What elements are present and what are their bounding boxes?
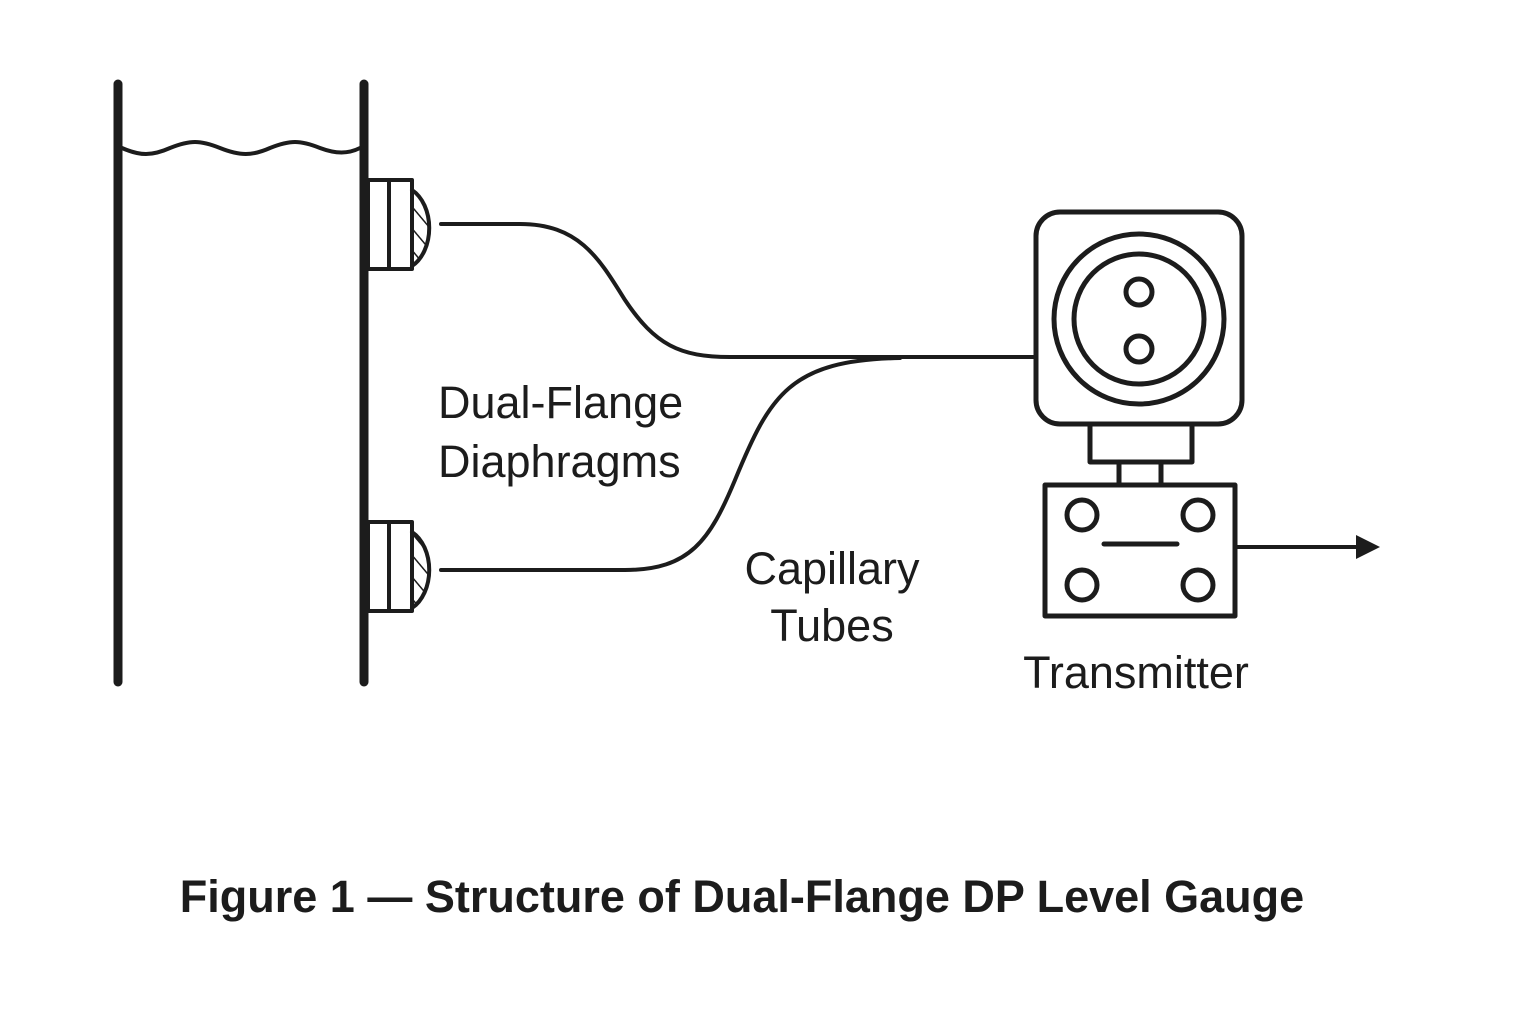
capillary-tube-lower — [439, 356, 902, 572]
label-transmitter: Transmitter — [1023, 647, 1249, 698]
bolt-bottom-left — [1064, 567, 1100, 603]
capillary-tube-upper — [439, 222, 1038, 359]
upper-diaphragm-dome — [410, 188, 432, 268]
transmitter-outer-ring — [1051, 231, 1227, 407]
bolt-top-right — [1180, 497, 1216, 533]
figure-caption: Figure 1 — Structure of Dual-Flange DP L… — [180, 871, 1304, 922]
lower-diaphragm-dome — [410, 530, 432, 610]
label-diaphragms-line1: Dual-Flange — [438, 377, 683, 428]
transmitter-neck — [1087, 421, 1195, 465]
transmitter — [1033, 209, 1245, 619]
upper-flange-diaphragm — [366, 178, 432, 271]
tank — [113, 79, 369, 687]
transmitter-indicator-top — [1123, 276, 1155, 308]
bolt-bottom-right — [1180, 567, 1216, 603]
transmitter-sensor-body — [1042, 482, 1238, 619]
label-capillary-line2: Tubes — [770, 600, 893, 651]
label-capillary-line1: Capillary — [744, 543, 920, 594]
label-diaphragms-line2: Diaphragms — [438, 436, 681, 487]
output-arrow-head — [1356, 535, 1380, 559]
output-signal-arrow — [1235, 535, 1380, 559]
transmitter-inner-ring — [1071, 251, 1207, 387]
lower-flange-diaphragm — [366, 520, 432, 613]
bolt-top-left — [1064, 497, 1100, 533]
liquid-surface — [120, 140, 362, 156]
transmitter-indicator-bottom — [1123, 333, 1155, 365]
transmitter-housing — [1033, 209, 1245, 427]
